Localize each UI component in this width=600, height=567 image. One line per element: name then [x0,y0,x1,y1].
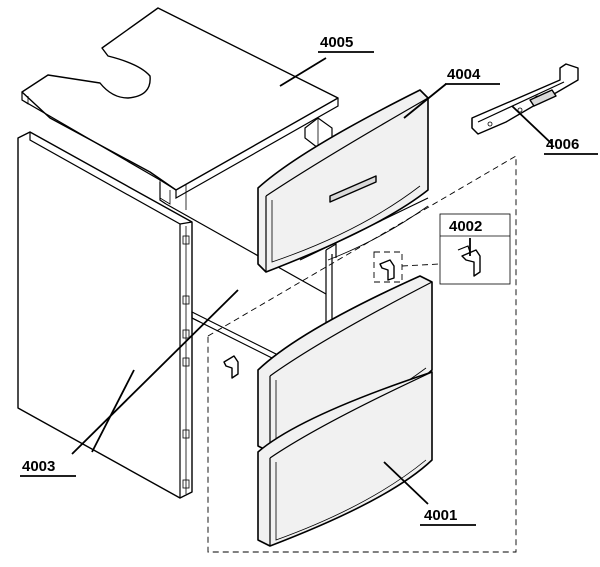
callout-4005: 4005 [318,34,374,53]
leader-lines [71,57,553,505]
callout-4004: 4004 [445,66,500,85]
callout-label-4002: 4002 [449,218,482,235]
callout-label-4006: 4006 [546,136,579,153]
callout-4001: 4001 [420,507,476,526]
part-4006-runner-bracket [471,63,579,135]
part-4004-top-drawer-front [257,89,429,273]
assembly-outline-dashed [207,155,517,553]
callout-4003: 4003 [20,458,76,477]
callout-label-4004: 4004 [447,66,481,83]
callout-label-4005: 4005 [320,34,353,51]
part-4002-clip-inset [223,213,511,379]
callout-4006: 4006 [544,136,598,155]
callout-4002: 4002 [449,218,482,235]
part-4001-lower-drawer-fronts [257,275,433,547]
callout-label-4003: 4003 [22,458,55,475]
callout-label-4001: 4001 [424,507,457,524]
